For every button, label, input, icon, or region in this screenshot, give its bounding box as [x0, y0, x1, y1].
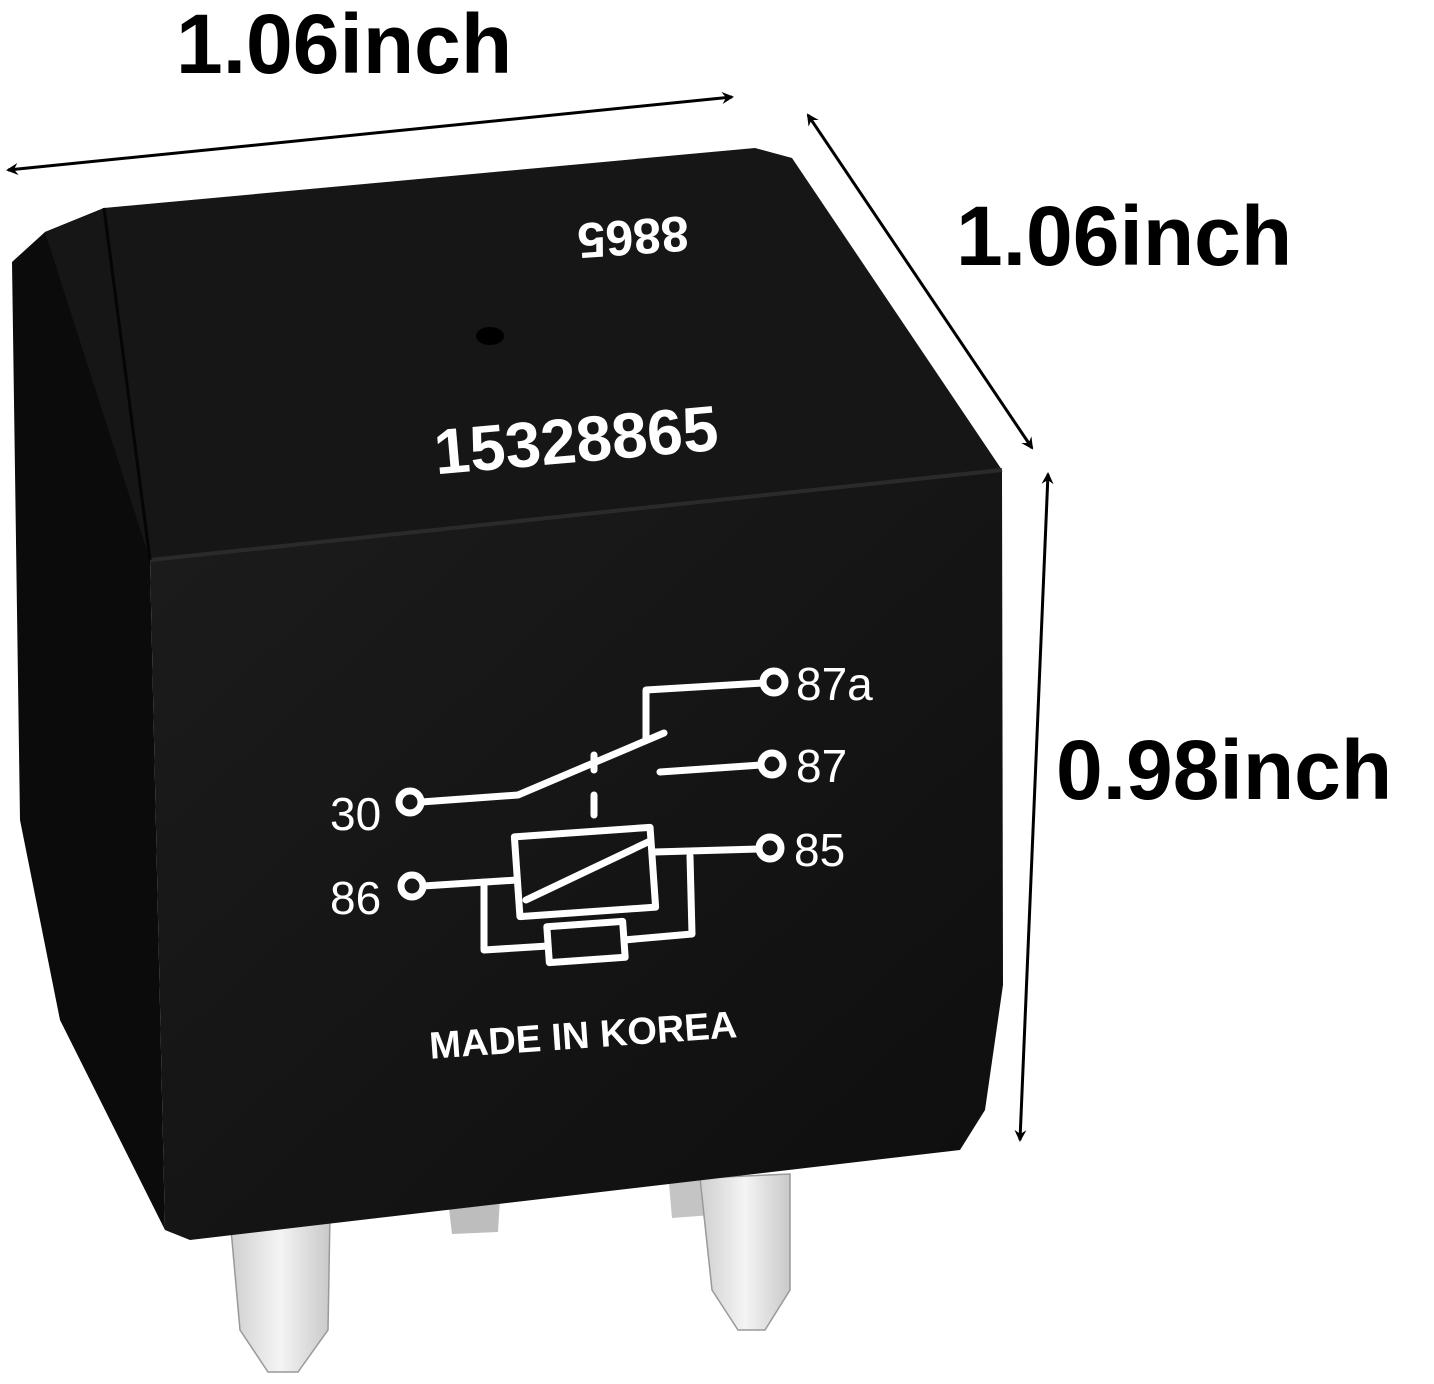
relay-schematic [395, 667, 789, 967]
terminal-86-label: 86 [330, 872, 381, 924]
relay-body [12, 148, 1003, 1240]
width-dimension-arrow [6, 92, 734, 175]
depth-dimension-label: 1.06inch [956, 189, 1293, 283]
terminal-30-label: 30 [330, 788, 381, 840]
relay-top-face [45, 148, 1002, 560]
terminal-85-label: 85 [794, 824, 845, 876]
relay-front-face [150, 470, 1003, 1240]
terminal-87a-label: 87a [796, 658, 873, 710]
depth-dimension-arrow [806, 113, 1034, 450]
height-dimension-label: 0.98inch [1056, 723, 1393, 817]
pin-front-right [699, 1173, 791, 1331]
top-code-text: 8865 [576, 205, 691, 269]
height-dimension-arrow [1014, 472, 1054, 1142]
width-dimension-label: 1.06inch [176, 0, 513, 91]
vent-hole [476, 327, 504, 345]
pin-front-left [229, 1213, 331, 1373]
terminal-87-label: 87 [796, 740, 847, 792]
